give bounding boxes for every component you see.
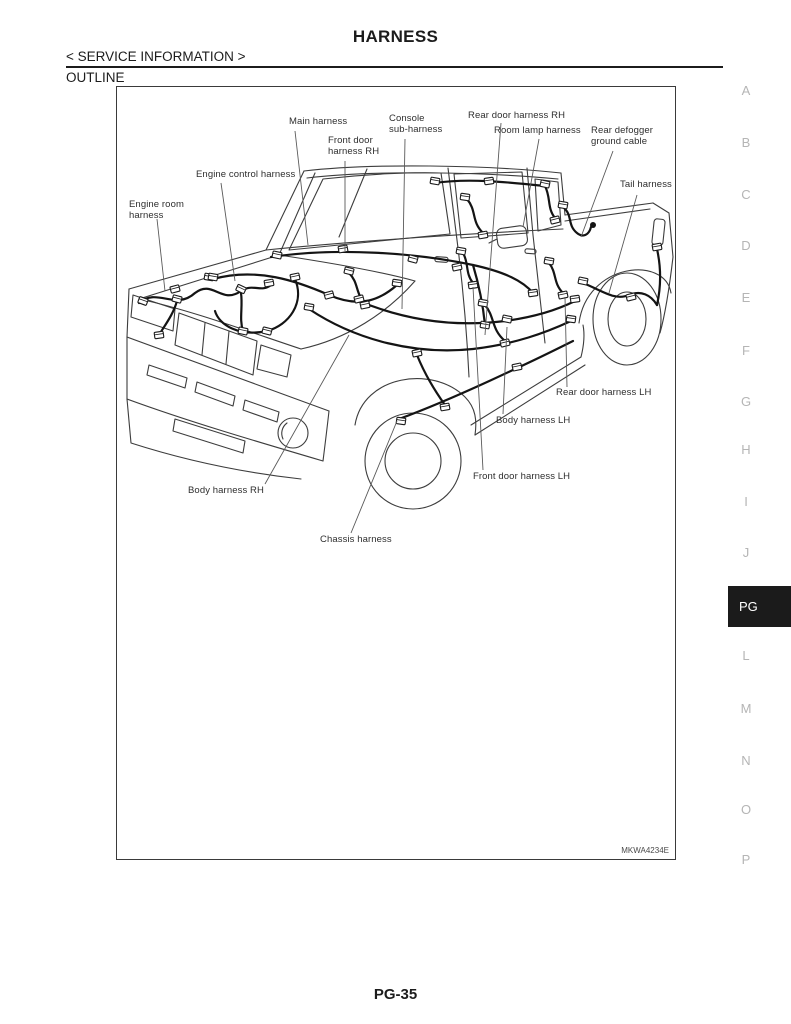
breadcrumb: < SERVICE INFORMATION > (66, 49, 246, 64)
harness-diagram (126, 122, 674, 534)
index-tab-i: I (744, 494, 748, 509)
index-tab-pg-active: PG (728, 586, 791, 627)
header-rule (66, 66, 723, 68)
index-tab-p: P (741, 852, 751, 867)
index-tab-f: F (742, 343, 750, 358)
index-tab-c: C (741, 187, 751, 202)
label-front-door-harness-lh: Front door harness LH (473, 471, 571, 482)
leader-lines (156, 122, 638, 534)
harness-wires (137, 179, 662, 421)
label-rear-door-harness-lh: Rear door harness LH (556, 387, 652, 398)
page-number: PG-35 (373, 986, 418, 1003)
index-tab-e: E (741, 290, 751, 305)
index-tab-a: A (741, 83, 751, 98)
index-tab-n: N (741, 753, 751, 768)
label-main-harness: Main harness (289, 116, 348, 127)
label-engine-room-harness: Engine room harness (129, 199, 184, 221)
harness-connectors (137, 176, 663, 426)
section-heading: OUTLINE (66, 70, 125, 85)
index-tab-l: L (742, 648, 750, 663)
label-tail-harness: Tail harness (620, 179, 672, 190)
label-rear-door-harness-rh: Rear door harness RH (468, 110, 566, 121)
harness-outline-figure: Engine room harness Engine control harne… (116, 86, 676, 860)
index-tab-d: D (741, 238, 751, 253)
label-rear-defogger-ground-cable: Rear defogger ground cable (591, 125, 654, 147)
index-tab-j: J (742, 545, 750, 560)
figure-code: MKWA4234E (621, 846, 669, 855)
label-console-sub-harness: Console sub-harness (389, 113, 443, 135)
index-tab-h: H (741, 442, 751, 457)
label-room-lamp-harness: Room lamp harness (494, 125, 581, 136)
index-tab-b: B (741, 135, 751, 150)
label-body-harness-rh: Body harness RH (188, 485, 264, 496)
label-engine-control-harness: Engine control harness (196, 169, 296, 180)
index-tab-m: M (740, 701, 752, 716)
index-tab-o: O (740, 802, 752, 817)
label-chassis-harness: Chassis harness (320, 534, 392, 545)
label-body-harness-lh: Body harness LH (496, 415, 571, 426)
page-title: HARNESS (352, 27, 439, 46)
truck-outline (126, 165, 674, 510)
index-tab-g: G (740, 394, 752, 409)
label-front-door-harness-rh: Front door harness RH (328, 135, 380, 157)
